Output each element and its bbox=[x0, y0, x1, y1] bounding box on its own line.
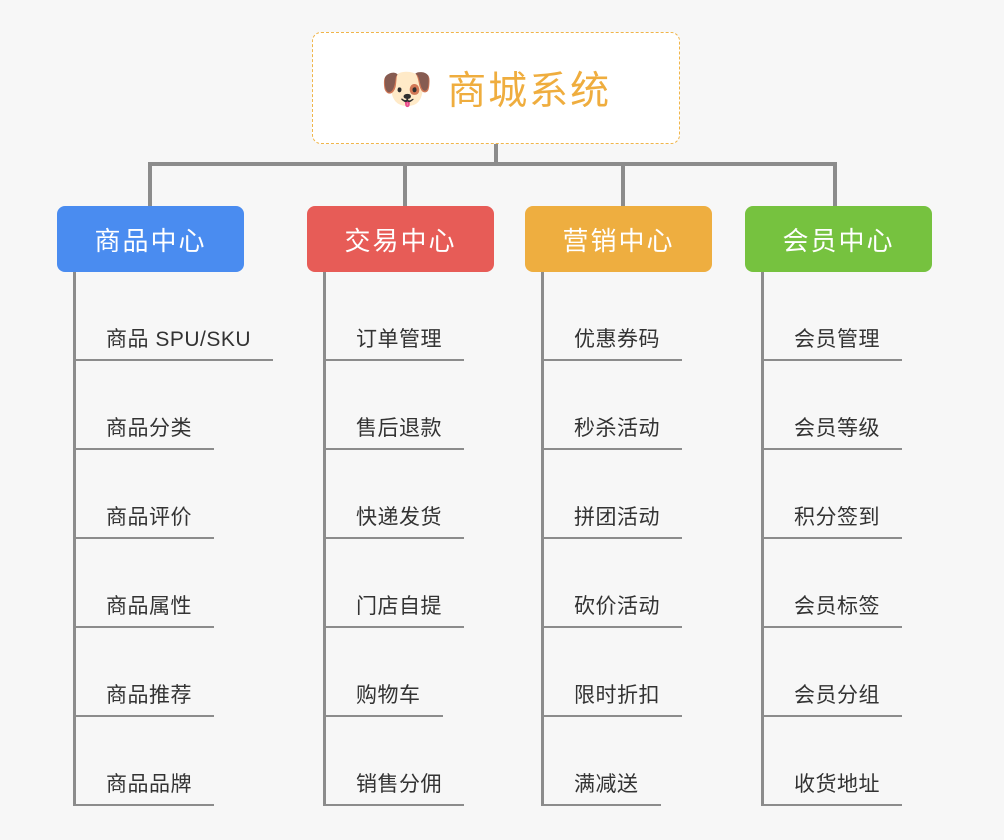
leaf-underline: 门店自提 bbox=[326, 590, 464, 628]
leaf-underline: 会员等级 bbox=[764, 412, 902, 450]
leaf-underline: 商品属性 bbox=[76, 590, 214, 628]
connector-root-stem bbox=[494, 144, 498, 166]
leaf-label: 满减送 bbox=[574, 773, 639, 796]
leaf-label: 会员管理 bbox=[794, 328, 880, 351]
branch-column-2: 交易中心 订单管理 售后退款 快递发货 门店自提 购物车 销售分佣 bbox=[307, 206, 537, 806]
list-item[interactable]: 订单管理 bbox=[326, 272, 537, 361]
leaf-label: 优惠券码 bbox=[574, 328, 660, 351]
category-node-2[interactable]: 交易中心 bbox=[307, 206, 494, 272]
list-item[interactable]: 秒杀活动 bbox=[544, 361, 755, 450]
leaf-underline: 会员标签 bbox=[764, 590, 902, 628]
list-item[interactable]: 快递发货 bbox=[326, 450, 537, 539]
leaf-underline: 优惠券码 bbox=[544, 323, 682, 361]
leaf-underline: 收货地址 bbox=[764, 768, 902, 806]
leaf-underline: 砍价活动 bbox=[544, 590, 682, 628]
leaf-underline: 限时折扣 bbox=[544, 679, 682, 717]
category-node-3[interactable]: 营销中心 bbox=[525, 206, 712, 272]
list-item[interactable]: 售后退款 bbox=[326, 361, 537, 450]
leaf-underline: 购物车 bbox=[326, 679, 443, 717]
list-item[interactable]: 优惠券码 bbox=[544, 272, 755, 361]
list-item[interactable]: 门店自提 bbox=[326, 539, 537, 628]
leaf-underline: 积分签到 bbox=[764, 501, 902, 539]
leaf-label: 会员标签 bbox=[794, 595, 880, 618]
list-item[interactable]: 商品推荐 bbox=[76, 628, 287, 717]
leaf-label: 会员分组 bbox=[794, 684, 880, 707]
connector-drop-4 bbox=[833, 162, 837, 206]
leaf-list-3: 优惠券码 秒杀活动 拼团活动 砍价活动 限时折扣 满减送 bbox=[541, 272, 755, 806]
list-item[interactable]: 会员标签 bbox=[764, 539, 975, 628]
list-item[interactable]: 会员等级 bbox=[764, 361, 975, 450]
connector-horizontal-bus bbox=[148, 162, 837, 166]
leaf-underline: 订单管理 bbox=[326, 323, 464, 361]
leaf-label: 商品品牌 bbox=[106, 773, 192, 796]
list-item[interactable]: 销售分佣 bbox=[326, 717, 537, 806]
category-node-1[interactable]: 商品中心 bbox=[57, 206, 244, 272]
leaf-label: 商品属性 bbox=[106, 595, 192, 618]
list-item[interactable]: 积分签到 bbox=[764, 450, 975, 539]
category-node-4[interactable]: 会员中心 bbox=[745, 206, 932, 272]
leaf-list-2: 订单管理 售后退款 快递发货 门店自提 购物车 销售分佣 bbox=[323, 272, 537, 806]
leaf-list-4: 会员管理 会员等级 积分签到 会员标签 会员分组 收货地址 bbox=[761, 272, 975, 806]
list-item[interactable]: 满减送 bbox=[544, 717, 755, 806]
leaf-underline: 售后退款 bbox=[326, 412, 464, 450]
connector-drop-2 bbox=[403, 162, 407, 206]
category-label: 营销中心 bbox=[562, 225, 675, 256]
list-item[interactable]: 收货地址 bbox=[764, 717, 975, 806]
list-item[interactable]: 商品属性 bbox=[76, 539, 287, 628]
list-item[interactable]: 拼团活动 bbox=[544, 450, 755, 539]
category-label: 商品中心 bbox=[94, 225, 207, 256]
leaf-underline: 商品 SPU/SKU bbox=[76, 323, 274, 361]
leaf-underline: 商品分类 bbox=[76, 412, 214, 450]
leaf-label: 门店自提 bbox=[356, 595, 442, 618]
list-item[interactable]: 商品 SPU/SKU bbox=[76, 272, 287, 361]
dog-face-icon: 🐶 bbox=[380, 65, 434, 112]
branch-column-4: 会员中心 会员管理 会员等级 积分签到 会员标签 会员分组 收货地址 bbox=[745, 206, 975, 806]
list-item[interactable]: 砍价活动 bbox=[544, 539, 755, 628]
leaf-label: 砍价活动 bbox=[574, 595, 660, 618]
leaf-label: 秒杀活动 bbox=[574, 417, 660, 440]
category-label: 交易中心 bbox=[344, 225, 457, 256]
leaf-label: 拼团活动 bbox=[574, 506, 660, 529]
leaf-label: 售后退款 bbox=[356, 417, 442, 440]
category-label: 会员中心 bbox=[782, 225, 895, 256]
leaf-label: 订单管理 bbox=[356, 328, 442, 351]
leaf-underline: 拼团活动 bbox=[544, 501, 682, 539]
list-item[interactable]: 商品分类 bbox=[76, 361, 287, 450]
list-item[interactable]: 会员分组 bbox=[764, 628, 975, 717]
leaf-label: 积分签到 bbox=[794, 506, 880, 529]
leaf-label: 商品推荐 bbox=[106, 684, 192, 707]
leaf-underline: 秒杀活动 bbox=[544, 412, 682, 450]
leaf-underline: 会员管理 bbox=[764, 323, 902, 361]
leaf-label: 限时折扣 bbox=[574, 684, 660, 707]
leaf-list-1: 商品 SPU/SKU 商品分类 商品评价 商品属性 商品推荐 商品品牌 bbox=[73, 272, 287, 806]
root-title: 商城系统 bbox=[447, 70, 612, 113]
list-item[interactable]: 限时折扣 bbox=[544, 628, 755, 717]
connector-drop-1 bbox=[148, 162, 152, 206]
leaf-underline: 商品品牌 bbox=[76, 768, 214, 806]
connector-drop-3 bbox=[621, 162, 625, 206]
leaf-label: 快递发货 bbox=[356, 506, 442, 529]
leaf-label: 商品 SPU/SKU bbox=[106, 328, 252, 351]
branch-column-3: 营销中心 优惠券码 秒杀活动 拼团活动 砍价活动 限时折扣 满减送 bbox=[525, 206, 755, 806]
leaf-underline: 商品推荐 bbox=[76, 679, 214, 717]
leaf-underline: 满减送 bbox=[544, 768, 661, 806]
branch-column-1: 商品中心 商品 SPU/SKU 商品分类 商品评价 商品属性 商品推荐 商品品牌 bbox=[57, 206, 287, 806]
list-item[interactable]: 商品品牌 bbox=[76, 717, 287, 806]
leaf-underline: 销售分佣 bbox=[326, 768, 464, 806]
leaf-label: 商品评价 bbox=[106, 506, 192, 529]
root-node[interactable]: 🐶 商城系统 bbox=[312, 32, 680, 144]
list-item[interactable]: 购物车 bbox=[326, 628, 537, 717]
list-item[interactable]: 会员管理 bbox=[764, 272, 975, 361]
leaf-label: 销售分佣 bbox=[356, 773, 442, 796]
leaf-underline: 会员分组 bbox=[764, 679, 902, 717]
leaf-label: 购物车 bbox=[356, 684, 421, 707]
leaf-label: 商品分类 bbox=[106, 417, 192, 440]
leaf-label: 收货地址 bbox=[794, 773, 880, 796]
leaf-underline: 商品评价 bbox=[76, 501, 214, 539]
leaf-label: 会员等级 bbox=[794, 417, 880, 440]
list-item[interactable]: 商品评价 bbox=[76, 450, 287, 539]
leaf-underline: 快递发货 bbox=[326, 501, 464, 539]
